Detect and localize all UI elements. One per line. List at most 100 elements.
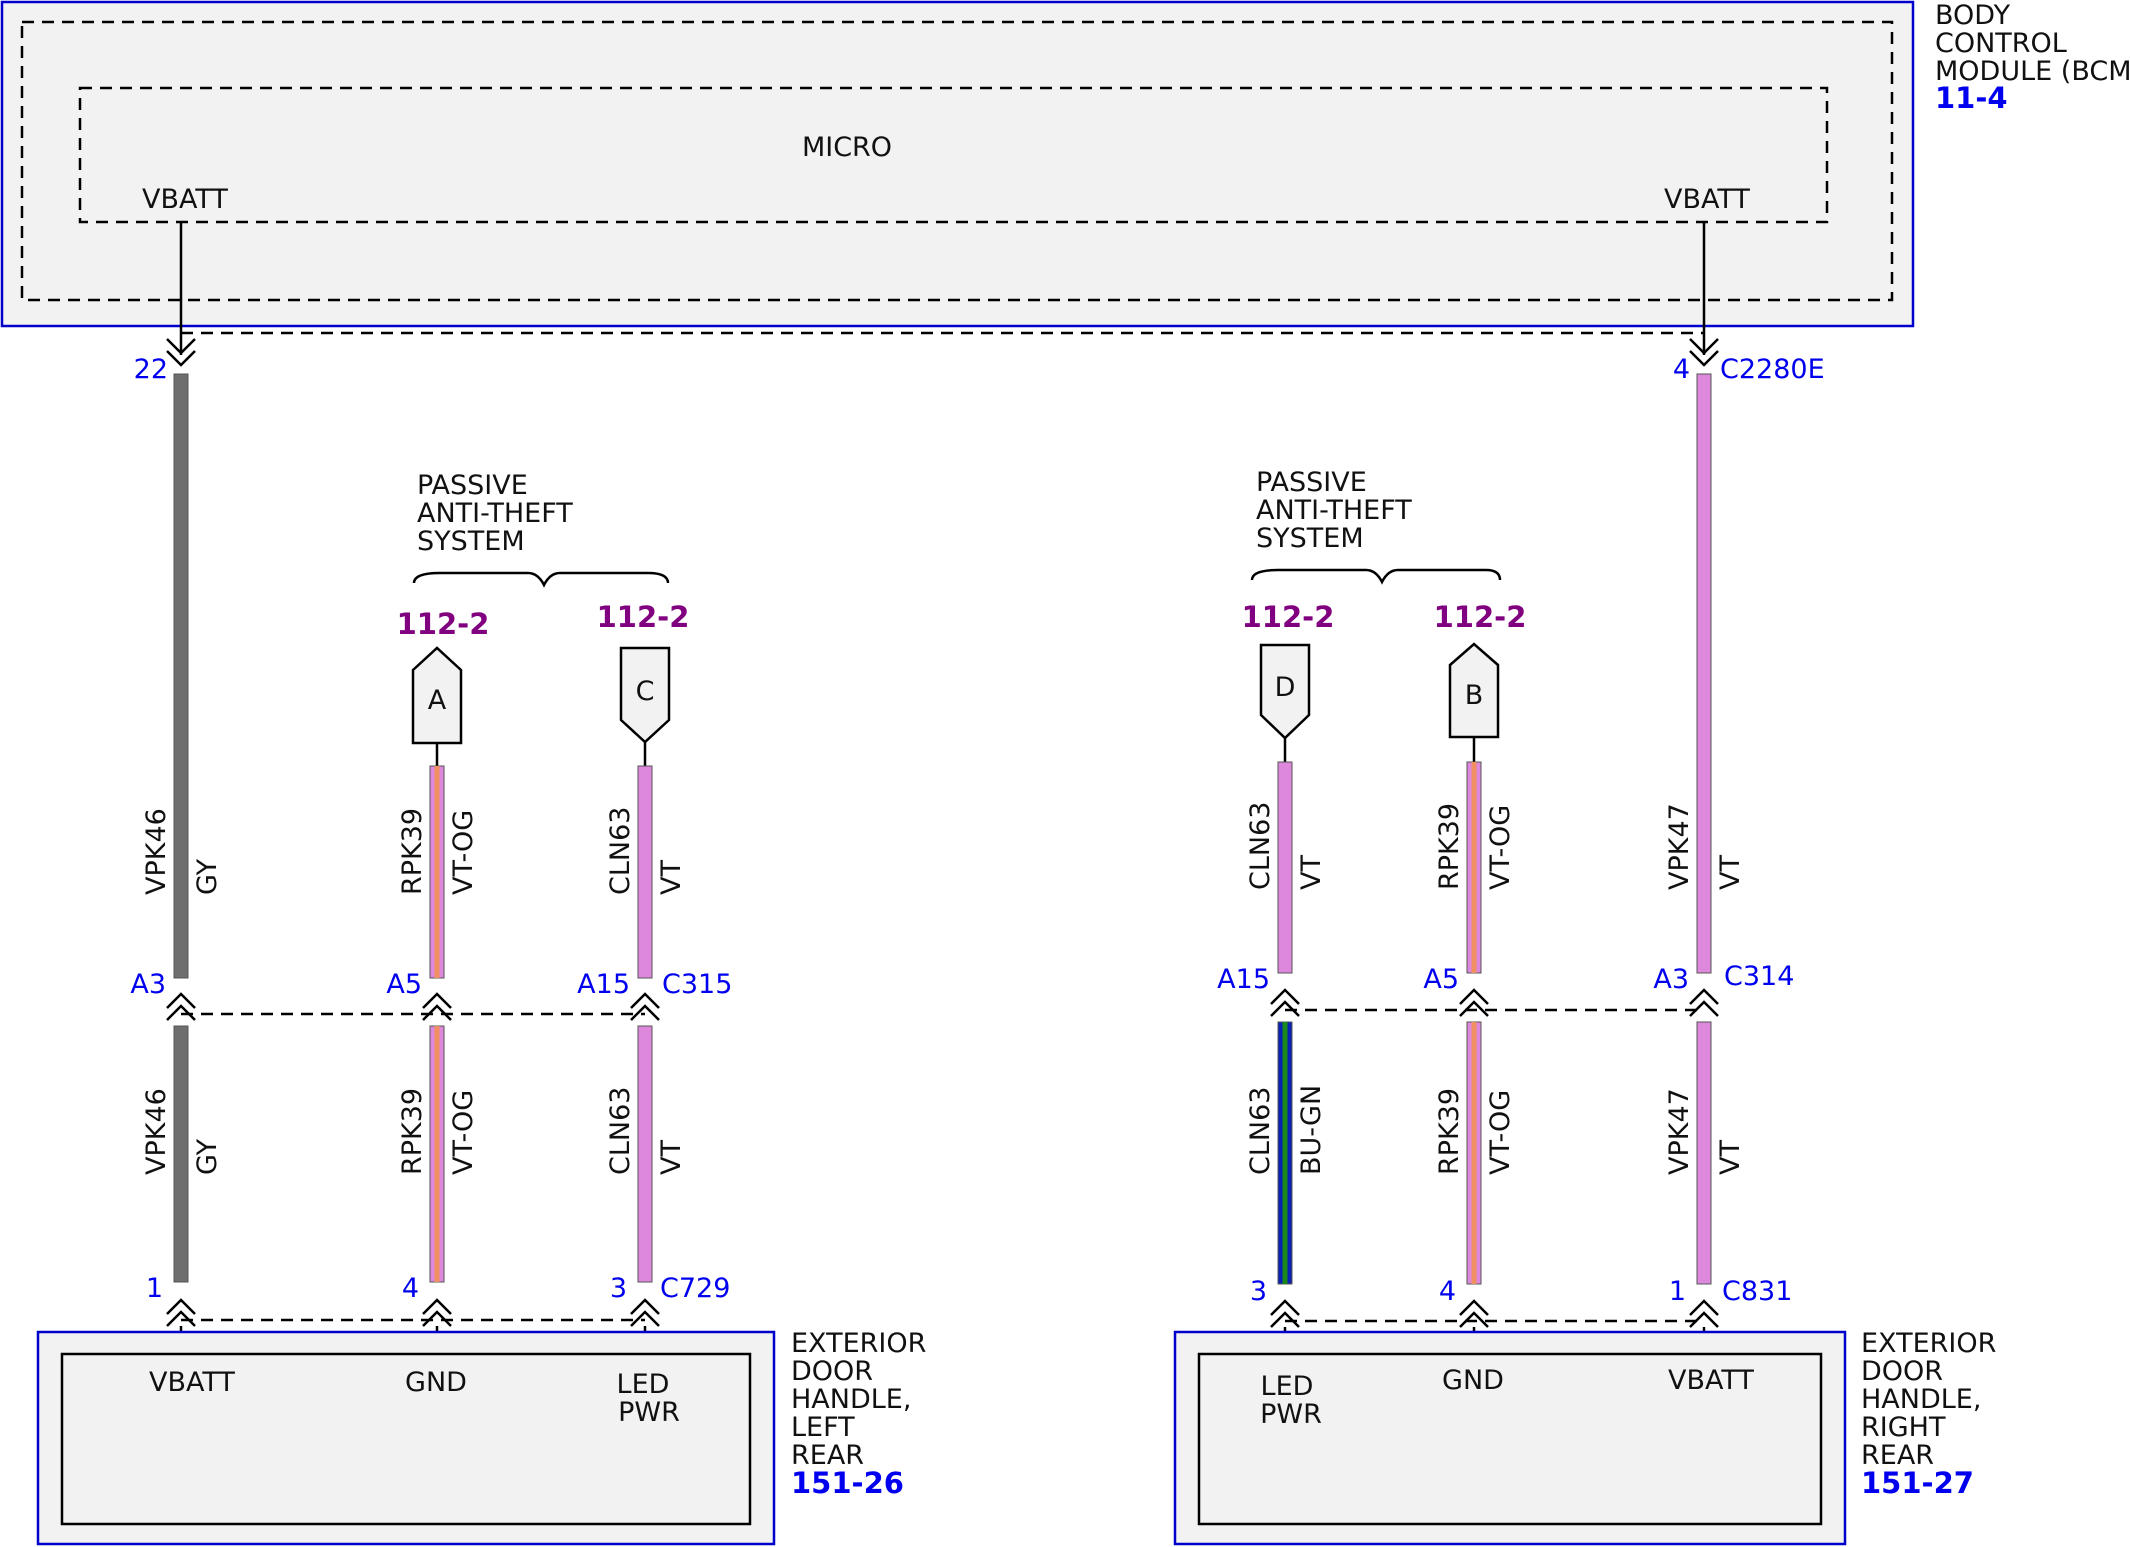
- wire-1-color: GY: [192, 858, 223, 895]
- wire-5-stripe: [1471, 762, 1477, 973]
- bcm-title-line-1: BODY: [1935, 0, 2011, 31]
- wire-1-body: [173, 373, 189, 979]
- wire-4-body: [1277, 761, 1293, 974]
- door-left-page-ref[interactable]: 151-26: [791, 1466, 904, 1500]
- wire-2-circuit: RPK39: [397, 808, 428, 895]
- door-right-title-1: EXTERIOR: [1861, 1328, 1996, 1359]
- door-left-title-2: DOOR: [791, 1356, 873, 1387]
- door-left-pin-pwr: PWR: [618, 1397, 680, 1428]
- pats-ref-d[interactable]: 112-2: [1242, 600, 1335, 634]
- door-left-title-4: LEFT: [791, 1412, 855, 1443]
- pin-a5-right: A5: [1423, 964, 1459, 995]
- wire-1-circuit: VPK46: [141, 808, 172, 895]
- wire-2[interactable]: [429, 765, 445, 979]
- bcm-title-line-3: MODULE (BCM): [1935, 56, 2130, 87]
- pats-flag-b-letter: B: [1465, 680, 1484, 711]
- pin-1-right: 1: [1669, 1276, 1686, 1307]
- pin-4-left: 4: [402, 1273, 419, 1304]
- pats-flag-d: D: [1259, 643, 1311, 740]
- micro-label: MICRO: [802, 132, 892, 163]
- wire-9-body: [637, 1025, 653, 1283]
- pin-22: 22: [134, 354, 168, 385]
- bcm-page-ref[interactable]: 11-4: [1935, 81, 2008, 115]
- wire-12-circuit: VPK47: [1664, 1088, 1695, 1175]
- pats-left-label-1: PASSIVE: [417, 470, 528, 501]
- wire-4[interactable]: [1277, 761, 1293, 974]
- pats-left-label-2: ANTI-THEFT: [417, 498, 573, 529]
- pats-ref-b[interactable]: 112-2: [1434, 600, 1527, 634]
- pats-ref-c[interactable]: 112-2: [597, 600, 690, 634]
- wire-9-circuit: CLN63: [605, 1087, 636, 1175]
- wire-9[interactable]: [637, 1025, 653, 1283]
- door-right-page-ref[interactable]: 151-27: [1861, 1466, 1974, 1500]
- wire-8[interactable]: [429, 1025, 445, 1283]
- pats-right-label-2: ANTI-THEFT: [1256, 495, 1412, 526]
- pin-4: 4: [1673, 354, 1690, 385]
- wire-10[interactable]: [1277, 1021, 1293, 1285]
- door-right-pin-pwr: PWR: [1260, 1399, 1322, 1430]
- wire-5-circuit: RPK39: [1434, 803, 1465, 890]
- wire-12-color: VT: [1715, 1140, 1746, 1175]
- wire-3-circuit: CLN63: [605, 807, 636, 895]
- wire-7[interactable]: [173, 1025, 189, 1283]
- door-right-pin-vbatt: VBATT: [1668, 1365, 1754, 1396]
- pin-3-right: 3: [1250, 1276, 1267, 1307]
- wire-10-stripe: [1282, 1022, 1288, 1284]
- connector-arrows-c314: [1270, 988, 1719, 1017]
- wire-5[interactable]: [1466, 761, 1482, 974]
- door-left-pin-gnd: GND: [405, 1367, 467, 1398]
- pats-left-brace: [412, 571, 670, 588]
- pats-ref-a[interactable]: 112-2: [397, 607, 490, 641]
- wire-11[interactable]: [1466, 1021, 1482, 1285]
- wire-3-color: VT: [656, 860, 687, 895]
- pats-right-group: PASSIVE ANTI-THEFT SYSTEM: [1250, 467, 1502, 585]
- door-handle-right-module: LED PWR GND VBATT EXTERIOR DOOR HANDLE, …: [1173, 1328, 1996, 1546]
- door-right-title-3: HANDLE,: [1861, 1384, 1981, 1415]
- door-left-title-3: HANDLE,: [791, 1384, 911, 1415]
- connector-c831: 3 4 1 C831: [1250, 1276, 1792, 1328]
- bcm-inner-dashed-box: [20, 20, 1894, 302]
- wire-8-circuit: RPK39: [397, 1088, 428, 1175]
- wire-11-circuit: RPK39: [1434, 1088, 1465, 1175]
- connector-c729: 1 4 3 C729: [146, 1273, 730, 1327]
- wire-12[interactable]: [1696, 1021, 1712, 1285]
- wire-5-color: VT-OG: [1485, 805, 1516, 890]
- wire-7-color: GY: [192, 1138, 223, 1175]
- bcm-title-line-2: CONTROL: [1935, 28, 2067, 59]
- door-left-title-1: EXTERIOR: [791, 1328, 926, 1359]
- door-left-inner-box: [60, 1352, 752, 1526]
- wire-6-body: [1696, 373, 1712, 974]
- wire-7-circuit: VPK46: [141, 1088, 172, 1175]
- door-handle-left-module: VBATT GND LED PWR EXTERIOR DOOR HANDLE, …: [36, 1328, 926, 1546]
- wire-6[interactable]: [1696, 373, 1712, 974]
- pin-3-left: 3: [610, 1273, 627, 1304]
- wire-labels: VPK46 GY RPK39 VT-OG CLN63 VT CLN63 VT R…: [141, 802, 1746, 1175]
- pats-left-group: PASSIVE ANTI-THEFT SYSTEM: [412, 470, 670, 588]
- bcm-module: MICRO VBATT VBATT BODY CONTROL MODULE (B…: [0, 0, 2130, 328]
- wire-1[interactable]: [173, 373, 189, 979]
- wire-8-color: VT-OG: [448, 1090, 479, 1175]
- wire-11-stripe: [1471, 1022, 1477, 1284]
- wire-11-color: VT-OG: [1485, 1090, 1516, 1175]
- pats-right-brace: [1250, 568, 1502, 585]
- door-left-title-5: REAR: [791, 1440, 864, 1471]
- connector-c2280e: 22 4 C2280E: [134, 331, 1825, 385]
- connector-name-c315: C315: [662, 969, 732, 1000]
- connector-c314: A15 A5 A3 C314: [1217, 961, 1794, 1017]
- pats-right-label-1: PASSIVE: [1256, 467, 1367, 498]
- wire-3[interactable]: [637, 765, 653, 979]
- door-right-title-2: DOOR: [1861, 1356, 1943, 1387]
- pats-flag-c: C: [619, 646, 671, 744]
- wire-8-stripe: [434, 1026, 440, 1282]
- wire-10-circuit: CLN63: [1245, 1087, 1276, 1175]
- door-right-pin-led: LED: [1261, 1371, 1314, 1402]
- door-right-title-5: REAR: [1861, 1440, 1934, 1471]
- wire-7-body: [173, 1025, 189, 1283]
- connector-name-c314: C314: [1724, 961, 1794, 992]
- connector-name-c2280e: C2280E: [1720, 354, 1825, 385]
- connector-arrow-22: [166, 338, 196, 367]
- pats-left-label-3: SYSTEM: [417, 526, 525, 557]
- pin-a3-right: A3: [1653, 964, 1689, 995]
- wire-4-circuit: CLN63: [1245, 802, 1276, 890]
